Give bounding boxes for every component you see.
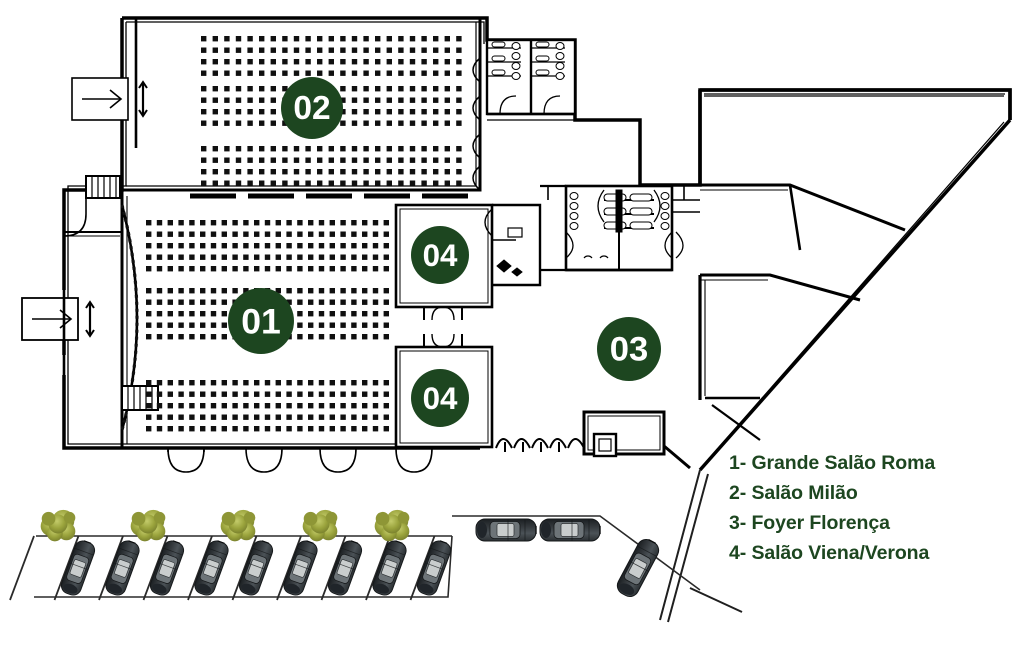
badge-01-label: 01: [241, 302, 281, 342]
legend-item-2: 2- Salão Milão: [729, 482, 858, 504]
legend: 1- Grande Salão Roma 2- Salão Milão 3- F…: [729, 448, 1019, 568]
car-parking: [191, 537, 232, 599]
restroom-north: [485, 38, 577, 121]
legend-item-1: 1- Grande Salão Roma: [729, 452, 936, 474]
badge-02[interactable]: 02: [281, 77, 343, 139]
service-room: [484, 203, 542, 287]
car-forecourt-1: [475, 518, 537, 542]
south-door-swings: [167, 447, 433, 473]
legend-item-3: 3- Foyer Florença: [729, 512, 890, 534]
car-forecourt-2: [539, 518, 601, 542]
car-parking: [414, 537, 454, 599]
badge-03[interactable]: 03: [597, 317, 661, 381]
badge-03-label: 03: [610, 331, 648, 369]
car-parking: [147, 537, 187, 599]
seat-grid-salao-01: [146, 220, 389, 432]
room-badge-layer[interactable]: 01 02 03 04 04: [228, 77, 661, 427]
car-parking: [280, 537, 321, 599]
entrance-arrow-top: [71, 18, 148, 148]
stairs-south: [121, 385, 159, 411]
entry-door-chain: [495, 438, 585, 452]
badge-02-label: 02: [293, 90, 330, 127]
hall-02-east-doors: [472, 57, 481, 191]
car-driveway: [613, 535, 663, 601]
car-parking: [369, 537, 410, 599]
badge-04-upper-label: 04: [423, 238, 458, 273]
stairs-north: [85, 175, 121, 199]
badge-01[interactable]: 01: [228, 288, 294, 354]
corridor-connector: [540, 184, 700, 272]
badge-04-lower-label: 04: [423, 381, 458, 416]
car-parking: [102, 537, 143, 599]
car-parking: [325, 537, 365, 599]
badge-04-upper[interactable]: 04: [411, 226, 469, 284]
forecourt-cars: [452, 515, 701, 601]
wall-inner-lines: [67, 21, 1005, 445]
right-wing-walls: [698, 88, 1012, 472]
car-parking: [58, 537, 98, 599]
car-parking: [236, 537, 276, 599]
driveway-lines: [659, 469, 743, 623]
west-vestibule: [62, 190, 122, 375]
badge-04-lower[interactable]: 04: [411, 369, 469, 427]
entrance-arrow-left: [21, 255, 95, 390]
entry-kiosk: [582, 410, 691, 470]
parking-lot: [9, 509, 454, 601]
legend-item-4: 4- Salão Viena/Verona: [729, 542, 930, 564]
restroom-central: [564, 184, 674, 272]
